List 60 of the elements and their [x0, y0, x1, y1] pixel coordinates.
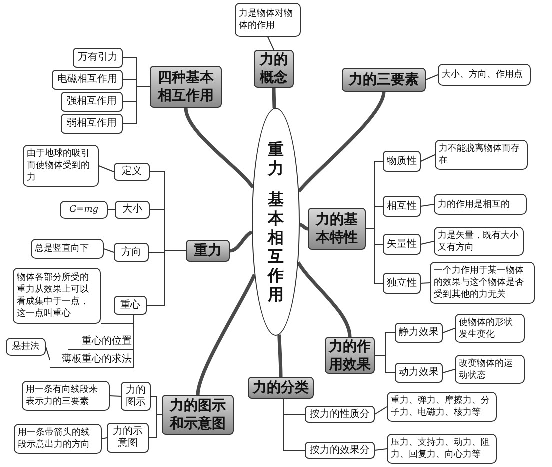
branch-curve — [300, 223, 308, 231]
connector-line — [148, 414, 162, 438]
callout-box: 悬挂法 — [6, 338, 46, 356]
topic-box: 力的分类 — [248, 377, 314, 399]
branch-curve — [278, 334, 283, 378]
subtopic-box: 定义 — [114, 163, 150, 181]
subtopic-box: 力的示意图 — [107, 423, 149, 453]
callout-box: 压力、支持力、动力、阻力、回复力、向心力等 — [387, 434, 497, 464]
topic-box: 力的概念 — [254, 50, 294, 88]
heading-text: 基本相互作用 — [268, 190, 284, 304]
underlined-text: 重心的位置 — [68, 334, 132, 350]
topic-box: 力的图示和示意图 — [162, 395, 234, 435]
subtopic-box: 电磁相互作用 — [52, 70, 123, 90]
subtopic-box: 大小 — [115, 201, 150, 219]
topic-box: 力的三要素 — [342, 68, 426, 92]
subtopic-box: 万有引力 — [73, 48, 123, 68]
branch-curve — [272, 88, 276, 108]
subtopic-box: 静力效果 — [395, 323, 443, 343]
topic-box: 力的作用效果 — [325, 337, 375, 374]
subtopic-box: 力的图示 — [121, 382, 151, 411]
subtopic-box: 重心 — [114, 296, 147, 315]
subtopic-box: 动力效果 — [395, 363, 443, 383]
callout-box: 力的作用是相互的 — [434, 194, 527, 215]
callout-box: 由于地球的吸引而使物体受到的力 — [23, 145, 99, 187]
branch-curve — [230, 230, 253, 253]
subtopic-box: 弱相互作用 — [61, 114, 123, 134]
subtopic-box: 独立性 — [383, 273, 421, 294]
connector-line — [374, 355, 396, 374]
topic-box: 力的基本特性 — [308, 208, 366, 250]
callout-box: 力不能脱离物体而存在 — [435, 140, 528, 170]
callout-box: 使物体的形状发生变化 — [455, 314, 525, 343]
branch-curve — [184, 108, 254, 189]
callout-box: G=mg — [60, 201, 108, 219]
topic-box: 四种基本相互作用 — [150, 66, 222, 108]
callout-box: 重力、弹力、摩擦力、分子力、电磁力、核力等 — [387, 392, 497, 422]
subtopic-box: 方向 — [114, 243, 149, 262]
callout-box: 大小、方向、作用点 — [438, 64, 531, 86]
branch-curve — [296, 262, 352, 338]
callout-box: 总是竖直向下 — [31, 239, 104, 259]
callout-box: 用一条带箭头的线段示意出力的方向 — [14, 424, 102, 454]
callout-box: 一个力作用于某一物体的效果与这个物体是否受到其他的力无关 — [430, 262, 535, 304]
callout-box: 改变物体的运动状态 — [455, 355, 525, 384]
subtopic-box: 按力的性质分 — [305, 406, 375, 423]
callout-box: 用一条有向线段来表示力的三要素 — [22, 381, 110, 411]
connector-line — [132, 314, 134, 368]
callout-box: 力是物体对物体的作用 — [235, 3, 301, 37]
connector-line — [366, 228, 384, 284]
branch-curve — [196, 274, 256, 396]
connector-line — [284, 398, 306, 451]
subtopic-box: 物质性 — [383, 151, 421, 172]
subtopic-box: 强相互作用 — [61, 92, 123, 112]
underlined-text: 薄板重心的求法 — [50, 352, 132, 368]
subtopic-box: 矢量性 — [383, 234, 421, 255]
topic-box: 重力 — [186, 240, 230, 262]
subtopic-box: 按力的效果分 — [305, 442, 375, 459]
branch-curve — [298, 92, 386, 193]
callout-box: 物体各部分所受的重力从效果上可以看成集中于一点，这一点叫重心 — [13, 268, 101, 324]
heading-text: 重力 — [268, 140, 284, 178]
subtopic-box: 相互性 — [383, 196, 421, 217]
callout-box: 力是矢量，既有大小又有方向 — [434, 227, 524, 256]
